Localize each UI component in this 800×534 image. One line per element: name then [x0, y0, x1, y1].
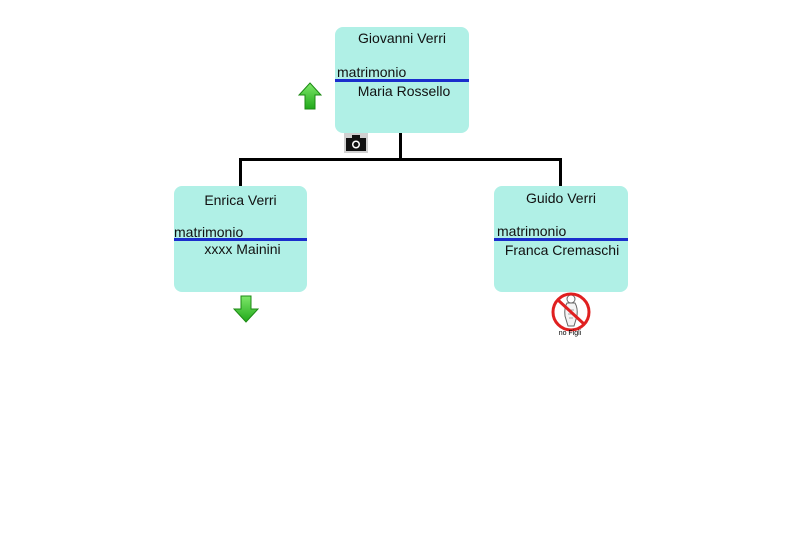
no-children-label: no Figli: [558, 330, 582, 337]
person-name: Giovanni Verri: [358, 30, 446, 46]
relation-label: matrimonio: [497, 223, 567, 239]
arrow-down-icon[interactable]: [233, 295, 259, 323]
spouse-name: Maria Rossello: [357, 83, 451, 99]
spouse-name: xxxx Mainini: [204, 241, 281, 257]
relation-label: matrimonio: [174, 224, 244, 240]
person-card-giovanni-verri[interactable]: Giovanni Verri matrimonio Maria Rossello: [335, 27, 469, 133]
relation-separator: [335, 79, 469, 82]
connector-left-down: [239, 158, 242, 188]
spouse-name: Franca Cremaschi: [504, 242, 620, 258]
connector-horizontal: [239, 158, 562, 161]
camera-icon[interactable]: [344, 133, 368, 153]
person-name: Guido Verri: [525, 190, 597, 206]
relation-separator: [174, 238, 307, 241]
arrow-up-icon[interactable]: [298, 82, 322, 110]
connector-right-down: [559, 158, 562, 188]
relation-separator: [494, 238, 628, 241]
person-card-guido-verri[interactable]: Guido Verri matrimonio Franca Cremaschi: [494, 186, 628, 292]
person-name: Enrica Verri: [204, 192, 277, 208]
person-card-enrica-verri[interactable]: Enrica Verri matrimonio xxxx Mainini: [174, 186, 307, 292]
relation-label: matrimonio: [337, 64, 407, 80]
connector-root-down: [399, 133, 402, 159]
no-children-icon[interactable]: [550, 292, 592, 332]
